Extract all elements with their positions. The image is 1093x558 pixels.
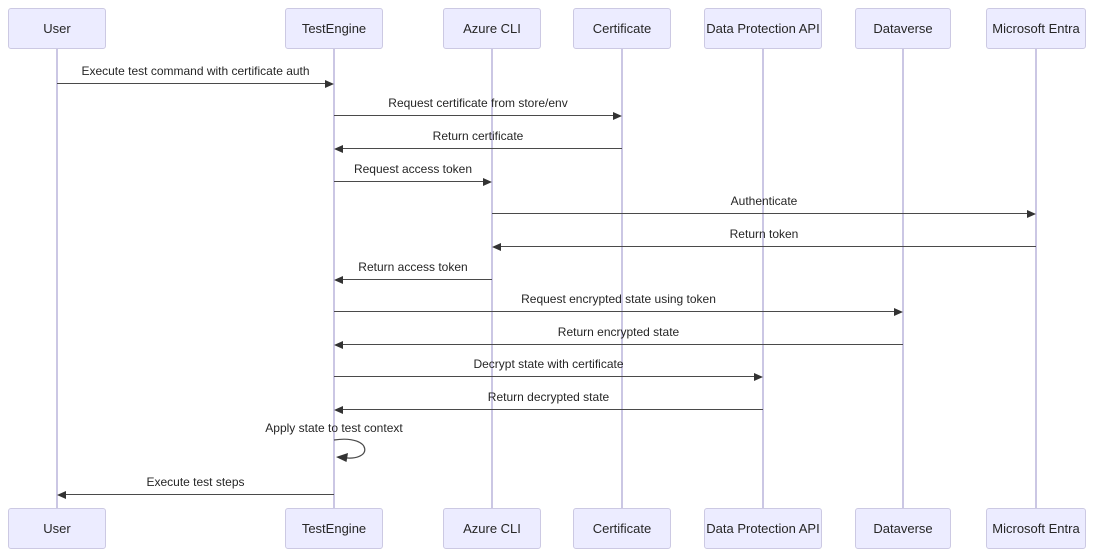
message-line bbox=[334, 181, 483, 182]
actor-bottom-data-protection-api: Data Protection API bbox=[704, 508, 822, 549]
message-label: Return certificate bbox=[432, 129, 524, 143]
actor-label: Microsoft Entra bbox=[992, 21, 1080, 36]
lifeline-certificate bbox=[621, 49, 623, 508]
actor-label: TestEngine bbox=[301, 521, 367, 536]
arrowhead-icon bbox=[334, 405, 343, 414]
actor-label: Azure CLI bbox=[463, 521, 521, 536]
actor-bottom-testengine: TestEngine bbox=[285, 508, 383, 549]
actor-bottom-user: User bbox=[8, 508, 106, 549]
message-line bbox=[66, 494, 334, 495]
lifeline-microsoft-entra bbox=[1035, 49, 1037, 508]
actor-label: Microsoft Entra bbox=[992, 521, 1080, 536]
arrowhead-icon bbox=[492, 242, 501, 251]
lifeline-data-protection-api bbox=[762, 49, 764, 508]
message-label: Execute test command with certificate au… bbox=[81, 64, 310, 78]
message-label: Apply state to test context bbox=[265, 421, 403, 435]
actor-label: Data Protection API bbox=[706, 521, 820, 536]
message-line bbox=[501, 246, 1036, 247]
message-line bbox=[492, 213, 1027, 214]
actor-top-data-protection-api: Data Protection API bbox=[704, 8, 822, 49]
arrowhead-icon bbox=[894, 307, 903, 316]
message-line bbox=[343, 409, 763, 410]
actor-bottom-microsoft-entra: Microsoft Entra bbox=[986, 508, 1086, 549]
actor-label: User bbox=[43, 521, 71, 536]
arrowhead-icon bbox=[57, 490, 66, 499]
arrowhead-icon bbox=[1027, 209, 1036, 218]
actor-bottom-dataverse: Dataverse bbox=[855, 508, 951, 549]
message-label: Return encrypted state bbox=[557, 325, 680, 339]
arrowhead-icon bbox=[325, 79, 334, 88]
actor-bottom-certificate: Certificate bbox=[573, 508, 671, 549]
actor-label: Azure CLI bbox=[463, 21, 521, 36]
actor-label: Certificate bbox=[592, 521, 652, 536]
arrowhead-icon bbox=[613, 111, 622, 120]
actor-label: TestEngine bbox=[301, 21, 367, 36]
message-label: Return token bbox=[729, 227, 799, 241]
message-line bbox=[343, 344, 903, 345]
lifeline-user bbox=[56, 49, 58, 508]
message-line bbox=[343, 279, 492, 280]
message-line bbox=[57, 83, 325, 84]
actor-top-microsoft-entra: Microsoft Entra bbox=[986, 8, 1086, 49]
actor-top-user: User bbox=[8, 8, 106, 49]
actor-bottom-azure-cli: Azure CLI bbox=[443, 508, 541, 549]
actor-label: Certificate bbox=[592, 21, 652, 36]
actor-top-certificate: Certificate bbox=[573, 8, 671, 49]
actor-label: User bbox=[43, 21, 71, 36]
arrowhead-icon bbox=[754, 372, 763, 381]
arrowhead-icon bbox=[334, 340, 343, 349]
actor-label: Data Protection API bbox=[706, 21, 820, 36]
message-label: Request encrypted state using token bbox=[521, 292, 716, 306]
arrowhead-icon bbox=[483, 177, 492, 186]
arrowhead-icon bbox=[334, 275, 343, 284]
actor-label: Dataverse bbox=[873, 21, 933, 36]
actor-top-testengine: TestEngine bbox=[285, 8, 383, 49]
lifeline-azure-cli bbox=[491, 49, 493, 508]
actor-top-azure-cli: Azure CLI bbox=[443, 8, 541, 49]
message-line bbox=[334, 376, 754, 377]
message-label: Return decrypted state bbox=[487, 390, 610, 404]
message-label: Execute test steps bbox=[146, 475, 245, 489]
self-loop-arrow bbox=[333, 438, 366, 462]
message-label: Decrypt state with certificate bbox=[473, 357, 624, 371]
message-line bbox=[334, 311, 894, 312]
lifeline-dataverse bbox=[902, 49, 904, 508]
actor-label: Dataverse bbox=[873, 521, 933, 536]
message-label: Return access token bbox=[358, 260, 468, 274]
message-label: Request access token bbox=[353, 162, 473, 176]
message-line bbox=[343, 148, 622, 149]
message-line bbox=[334, 115, 613, 116]
message-label: Authenticate bbox=[730, 194, 798, 208]
message-label: Request certificate from store/env bbox=[388, 96, 568, 110]
actor-top-dataverse: Dataverse bbox=[855, 8, 951, 49]
arrowhead-icon bbox=[334, 144, 343, 153]
